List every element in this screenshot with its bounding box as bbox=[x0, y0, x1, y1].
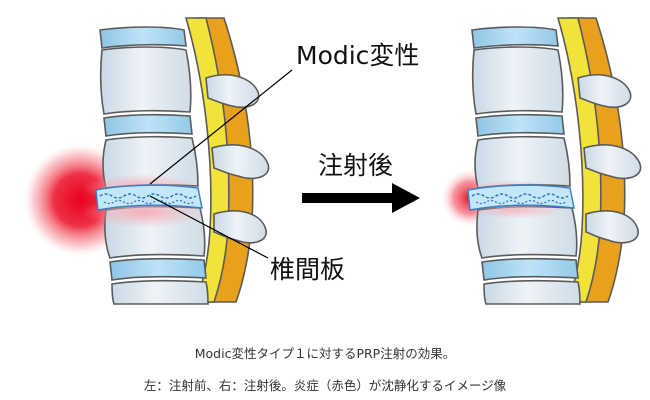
arrow-right-icon bbox=[302, 183, 420, 213]
spine-before bbox=[22, 17, 270, 305]
spine-after bbox=[440, 17, 642, 305]
modic-leader-line bbox=[149, 69, 293, 185]
modic-label: Modic変性 bbox=[296, 41, 419, 70]
caption-line-1: Modic変性タイプ１に対するPRP注射の効果。 bbox=[194, 346, 456, 361]
disc-label: 椎間板 bbox=[270, 255, 345, 284]
caption-line-2: 左：注射前、右：注射後。炎症（赤色）が沈静化するイメージ像 bbox=[143, 378, 507, 393]
after-injection-label: 注射後 bbox=[318, 151, 393, 180]
disc-leader-line bbox=[149, 195, 269, 259]
